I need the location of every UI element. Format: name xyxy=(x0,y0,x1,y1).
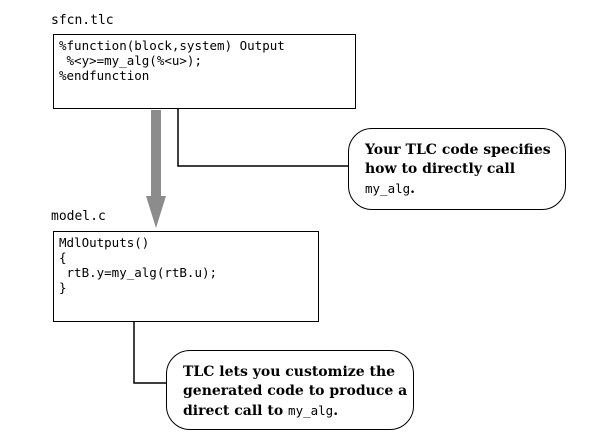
callout-text-line: Your TLC code specifies xyxy=(365,142,551,158)
sfcn-code-line: %function(block,system) Output xyxy=(59,38,285,53)
callout-text-line: my_alg. xyxy=(365,179,555,199)
callout-code-ref: my_alg xyxy=(365,181,411,196)
sfcn-file-label: sfcn.tlc xyxy=(51,13,114,28)
bottom-callout-connector xyxy=(133,309,166,384)
model-code-line: { xyxy=(59,250,67,265)
flow-arrow-head xyxy=(146,196,166,228)
model-code-box: MdlOutputs() { rtB.y=my_alg(rtB.u); } xyxy=(53,231,319,322)
sfcn-code-line: %<y>=my_alg(%<u>); xyxy=(59,53,202,68)
model-code-line: MdlOutputs() xyxy=(59,235,150,250)
callout-punctuation: . xyxy=(410,181,416,197)
model-code-line: rtB.y=my_alg(rtB.u); xyxy=(59,265,218,280)
top-callout-connector xyxy=(177,93,348,167)
sfcn-code-line: %endfunction xyxy=(59,68,150,83)
sfcn-code-box: %function(block,system) Output %<y>=my_a… xyxy=(53,34,356,109)
callout-punctuation: . xyxy=(333,403,339,419)
bottom-callout: TLC lets you customize the generated cod… xyxy=(166,350,414,430)
callout-code-ref: my_alg xyxy=(288,403,334,418)
top-callout: Your TLC code specifies how to directly … xyxy=(348,128,566,210)
callout-text-line: generated code to produce a xyxy=(183,383,408,399)
model-file-label: model.c xyxy=(51,209,106,224)
callout-text-line: TLC lets you customize the xyxy=(183,364,396,380)
callout-text-line: how to directly call xyxy=(365,161,516,177)
flow-arrow-shaft xyxy=(151,110,161,200)
model-code-line: } xyxy=(59,280,67,295)
callout-text-prefix: direct call to xyxy=(183,403,289,419)
callout-text-line: direct call to my_alg. xyxy=(183,401,403,421)
